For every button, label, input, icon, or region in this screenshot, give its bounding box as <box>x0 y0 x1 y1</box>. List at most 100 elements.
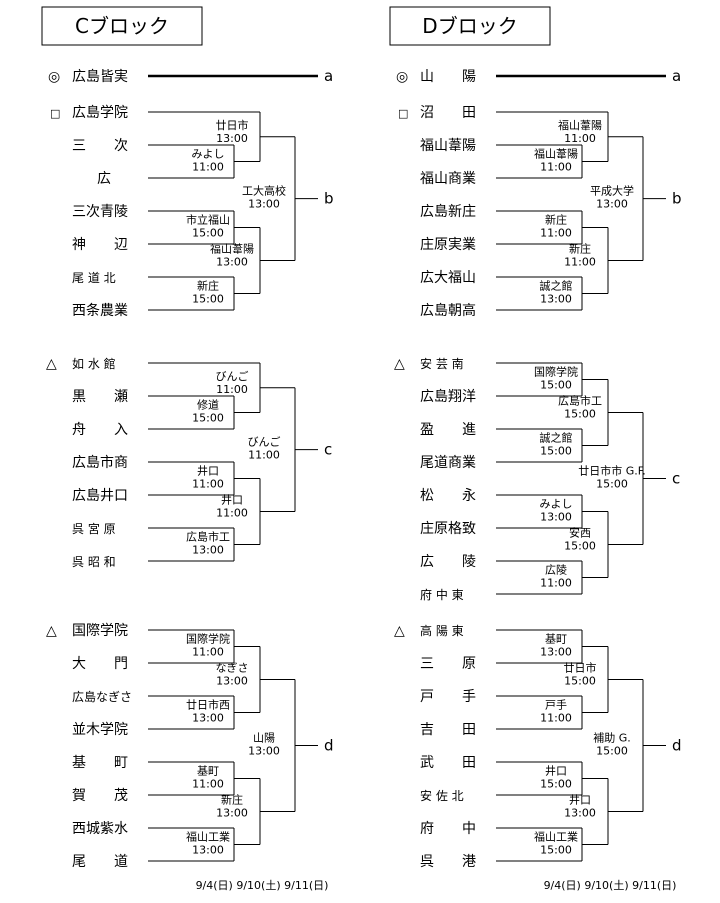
match-venue: 新庄 <box>221 793 243 807</box>
match-venue: みよし <box>192 148 225 161</box>
match-time: 11:00 <box>540 161 572 174</box>
match-time: 11:00 <box>540 577 572 590</box>
match-time: 11:00 <box>564 132 596 145</box>
team-name: 賀 茂 <box>72 787 128 804</box>
final-venue: 平成大学 <box>590 184 634 198</box>
match-time: 15:00 <box>192 227 224 240</box>
team-name: 府 中 東 <box>420 587 464 602</box>
seed-mark: ◎ <box>48 69 60 85</box>
team-name: 広島新庄 <box>420 203 476 220</box>
team-name: 三 次 <box>72 138 128 154</box>
match-venue: 広陵 <box>545 564 567 577</box>
match-time: 15:00 <box>564 408 596 421</box>
team-name: 如 水 館 <box>72 356 116 371</box>
team-name: 広島井口 <box>72 488 128 504</box>
block-title: Dブロック <box>422 14 517 38</box>
team-name: 吉 田 <box>420 722 476 738</box>
match-time: 11:00 <box>216 383 248 396</box>
match-venue: 井口 <box>569 793 591 807</box>
match-venue: 廿日市 <box>216 118 249 132</box>
match-venue: 国際学院 <box>534 365 578 379</box>
match-time: 13:00 <box>192 712 224 725</box>
team-name: 尾 道 <box>72 854 128 870</box>
team-name: 舟 入 <box>72 422 128 438</box>
team-name: 並木学院 <box>72 722 128 738</box>
team-name: 呉 昭 和 <box>72 555 116 569</box>
team-name: 広島なぎさ <box>72 689 132 704</box>
match-venue: 国際学院 <box>186 632 230 646</box>
match-venue: 広島市工 <box>558 394 602 408</box>
final-venue: びんご <box>248 435 281 449</box>
match-time: 11:00 <box>540 227 572 240</box>
seed-mark: △ <box>46 623 57 639</box>
match-venue: 広島市工 <box>186 530 230 544</box>
match-time: 15:00 <box>540 379 572 392</box>
team-name: 広島市商 <box>72 454 128 471</box>
match-time: 11:00 <box>216 507 248 520</box>
match-time: 13:00 <box>192 844 224 857</box>
final-time: 15:00 <box>596 478 628 491</box>
final-time: 13:00 <box>596 198 628 211</box>
team-name: 尾道商業 <box>420 455 476 471</box>
team-name: 庄原格致 <box>420 520 476 537</box>
match-venue: 基町 <box>545 633 567 646</box>
final-venue: 廿日市市 G.F. <box>578 464 646 478</box>
match-time: 13:00 <box>564 807 596 820</box>
match-venue: 福山工業 <box>186 830 230 844</box>
team-name: 黒 瀬 <box>72 389 128 405</box>
team-name: 神 辺 <box>72 237 128 253</box>
match-time: 15:00 <box>540 778 572 791</box>
block-title-box <box>41 6 203 46</box>
match-venue: 修道 <box>197 398 219 412</box>
team-name: 広大福山 <box>420 270 476 286</box>
match-venue: 新庄 <box>545 213 567 227</box>
team-name: 広 陵 <box>420 554 476 570</box>
match-venue: 福山葦陽 <box>534 147 578 161</box>
team-name: 三次青陵 <box>72 204 128 220</box>
team-name: 松 永 <box>420 488 476 504</box>
match-venue: 基町 <box>197 765 219 778</box>
match-time: 15:00 <box>192 412 224 425</box>
seed-mark: △ <box>394 623 405 639</box>
match-venue: 井口 <box>545 764 567 778</box>
match-time: 13:00 <box>540 293 572 306</box>
team-name: 府 中 <box>420 821 476 837</box>
team-name: 広 <box>97 171 111 187</box>
slot-label: d <box>672 737 682 755</box>
match-time: 13:00 <box>216 256 248 269</box>
final-venue: 補助 G. <box>593 731 631 745</box>
match-venue: 戸手 <box>545 698 567 712</box>
match-venue: 廿日市西 <box>186 698 230 712</box>
slot-label: b <box>672 190 682 208</box>
slot-label: c <box>672 470 680 488</box>
team-name: 安 芸 南 <box>420 356 464 371</box>
team-name: 呉 宮 原 <box>72 521 116 536</box>
match-venue: 福山葦陽 <box>558 118 602 132</box>
slot-label: d <box>324 737 334 755</box>
match-time: 13:00 <box>192 544 224 557</box>
seed-mark: △ <box>394 356 405 372</box>
team-name: 安 佐 北 <box>420 788 464 803</box>
match-venue: みよし <box>540 498 573 511</box>
team-name: 基 町 <box>72 754 128 771</box>
match-time: 11:00 <box>192 478 224 491</box>
seed-mark: △ <box>46 356 57 372</box>
seed-team-name: 広島皆実 <box>72 69 128 85</box>
final-time: 13:00 <box>248 745 280 758</box>
slot-label: c <box>324 441 332 459</box>
round-dates: 9/4(日) 9/10(土) 9/11(日) <box>196 879 329 892</box>
match-time: 13:00 <box>540 511 572 524</box>
team-name: 西城紫水 <box>72 821 128 837</box>
team-name: 国際学院 <box>72 623 128 639</box>
match-time: 13:00 <box>540 646 572 659</box>
block-title-box <box>389 6 551 46</box>
match-venue: なぎさ <box>216 661 249 675</box>
match-time: 15:00 <box>564 675 596 688</box>
team-name: 沼 田 <box>420 105 476 121</box>
slot-label: b <box>324 190 334 208</box>
match-time: 11:00 <box>192 161 224 174</box>
match-venue: 誠之館 <box>540 279 573 293</box>
team-name: 大 門 <box>72 656 128 672</box>
seed-mark: □ <box>50 107 60 120</box>
